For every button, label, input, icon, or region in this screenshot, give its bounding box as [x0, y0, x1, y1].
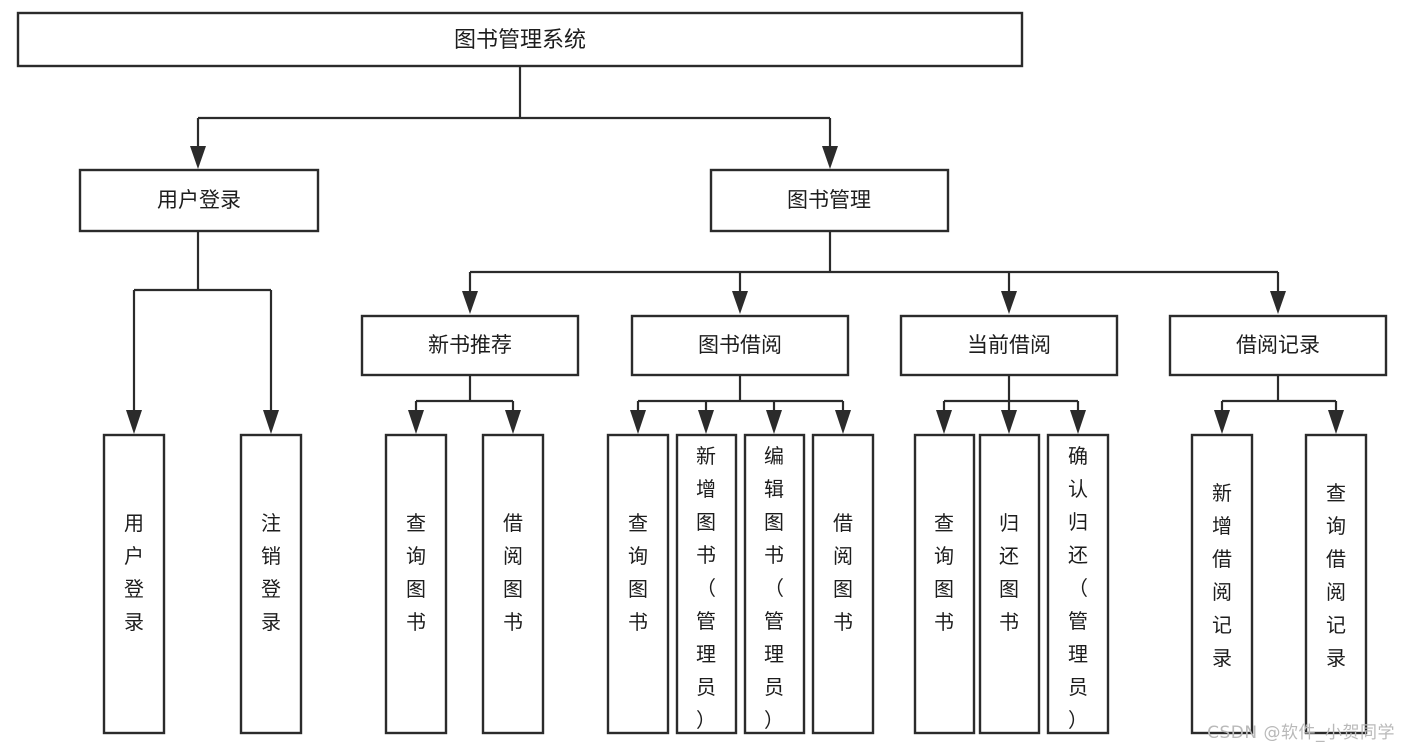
node-book-management[interactable]: 图书管理: [709, 168, 950, 233]
leaf-node[interactable]: 查询图书: [913, 433, 976, 735]
arrow-head-borrow-record: [1270, 291, 1286, 314]
leaf-bb-query-book-box[interactable]: [606, 433, 670, 735]
leaf-br-add-record-box[interactable]: [1190, 433, 1254, 735]
leaf-bb-borrow-book-label: 借阅图书: [833, 511, 853, 634]
arrow-head-bb-leaf-2: [698, 410, 714, 434]
node-borrow-record[interactable]: 借阅记录: [1168, 314, 1388, 377]
node-new-book-recommend[interactable]: 新书推荐: [360, 314, 580, 377]
leaf-cb-confirm-return-label: 确认归还（管理员）: [1068, 444, 1088, 732]
node-borrow-record-box[interactable]: [1168, 314, 1388, 377]
leaf-bb-query-book-label: 查询图书: [628, 511, 648, 634]
leaf-cb-confirm-return-box[interactable]: [1046, 433, 1110, 735]
arrow-head-cb-leaf-3: [1070, 410, 1086, 434]
leaf-node[interactable]: 查询借阅记录: [1304, 433, 1368, 735]
arrow-head-user-login: [190, 146, 206, 169]
leaf-node[interactable]: 用户登录: [102, 433, 166, 735]
leaf-cb-query-book-box[interactable]: [913, 433, 976, 735]
arrow-head-new-book: [462, 291, 478, 314]
leaf-bb-add-book-box[interactable]: [675, 433, 738, 735]
arrow-head-bb-leaf-1: [630, 410, 646, 434]
leaf-node[interactable]: 新增图书（管理员）: [675, 433, 738, 735]
leaf-nb-borrow-book-box[interactable]: [481, 433, 545, 735]
leaf-cb-return-book-box[interactable]: [978, 433, 1041, 735]
leaf-node[interactable]: 借阅图书: [481, 433, 545, 735]
leaf-node[interactable]: 查询图书: [606, 433, 670, 735]
node-book-management-box[interactable]: [709, 168, 950, 233]
leaf-node[interactable]: 编辑图书（管理员）: [743, 433, 806, 735]
node-user-login-label: 用户登录: [157, 188, 241, 212]
leaf-user-login-box[interactable]: [102, 433, 166, 735]
leaf-nb-query-book-box[interactable]: [384, 433, 448, 735]
leaf-br-add-record-label: 新增借阅记录: [1212, 481, 1232, 670]
leaf-cb-return-book-label: 归还图书: [999, 511, 1019, 634]
node-borrow-record-label: 借阅记录: [1236, 333, 1320, 357]
arrow-head-bb-leaf-3: [766, 410, 782, 434]
node-new-book-recommend-label: 新书推荐: [428, 333, 512, 357]
leaf-cb-query-book-label: 查询图书: [934, 511, 954, 634]
leaf-br-query-record-label: 查询借阅记录: [1326, 481, 1346, 670]
leaf-br-query-record-box[interactable]: [1304, 433, 1368, 735]
arrow-head-book-mgmt: [822, 146, 838, 169]
arrow-head-cb-leaf-2: [1001, 410, 1017, 434]
arrow-head-nb-leaf-2: [505, 410, 521, 434]
leaf-logout-label: 注销登录: [261, 511, 281, 634]
leaf-node[interactable]: 注销登录: [239, 433, 303, 735]
leaf-node[interactable]: 查询图书: [384, 433, 448, 735]
node-book-borrow[interactable]: 图书借阅: [630, 314, 850, 377]
leaf-logout-box[interactable]: [239, 433, 303, 735]
node-book-management-label: 图书管理: [787, 188, 871, 212]
node-current-borrow-label: 当前借阅: [967, 333, 1051, 357]
node-root-box[interactable]: [16, 11, 1024, 68]
leaf-bb-borrow-book-box[interactable]: [811, 433, 875, 735]
arrow-head-leaf-user-login: [126, 410, 142, 434]
node-new-book-recommend-box[interactable]: [360, 314, 580, 377]
leaf-node[interactable]: 新增借阅记录: [1190, 433, 1254, 735]
node-book-borrow-label: 图书借阅: [698, 333, 782, 357]
leaf-node[interactable]: 确认归还（管理员）: [1046, 433, 1110, 735]
node-current-borrow[interactable]: 当前借阅: [899, 314, 1119, 377]
arrow-head-current-borrow: [1001, 291, 1017, 314]
node-user-login[interactable]: 用户登录: [78, 168, 320, 233]
node-book-borrow-box[interactable]: [630, 314, 850, 377]
node-root-label: 图书管理系统: [454, 28, 586, 53]
arrow-head-bb-leaf-4: [835, 410, 851, 434]
leaf-nb-query-book-label: 查询图书: [406, 511, 426, 634]
node-root[interactable]: 图书管理系统: [16, 11, 1024, 68]
leaf-node[interactable]: 归还图书: [978, 433, 1041, 735]
node-user-login-box[interactable]: [78, 168, 320, 233]
leaf-nb-borrow-book-label: 借阅图书: [503, 511, 523, 634]
arrow-head-nb-leaf-1: [408, 410, 424, 434]
arrow-head-book-borrow: [732, 291, 748, 314]
connector-layer: [126, 66, 1344, 434]
arrow-head-br-leaf-1: [1214, 410, 1230, 434]
leaf-node[interactable]: 借阅图书: [811, 433, 875, 735]
node-current-borrow-box[interactable]: [899, 314, 1119, 377]
arrow-head-cb-leaf-1: [936, 410, 952, 434]
leaf-bb-edit-book-box[interactable]: [743, 433, 806, 735]
arrow-head-br-leaf-2: [1328, 410, 1344, 434]
leaf-user-login-label: 用户登录: [124, 511, 144, 634]
leaf-bb-edit-book-label: 编辑图书（管理员）: [764, 444, 784, 732]
arrow-head-leaf-logout: [263, 410, 279, 434]
leaf-bb-add-book-label: 新增图书（管理员）: [696, 444, 716, 732]
